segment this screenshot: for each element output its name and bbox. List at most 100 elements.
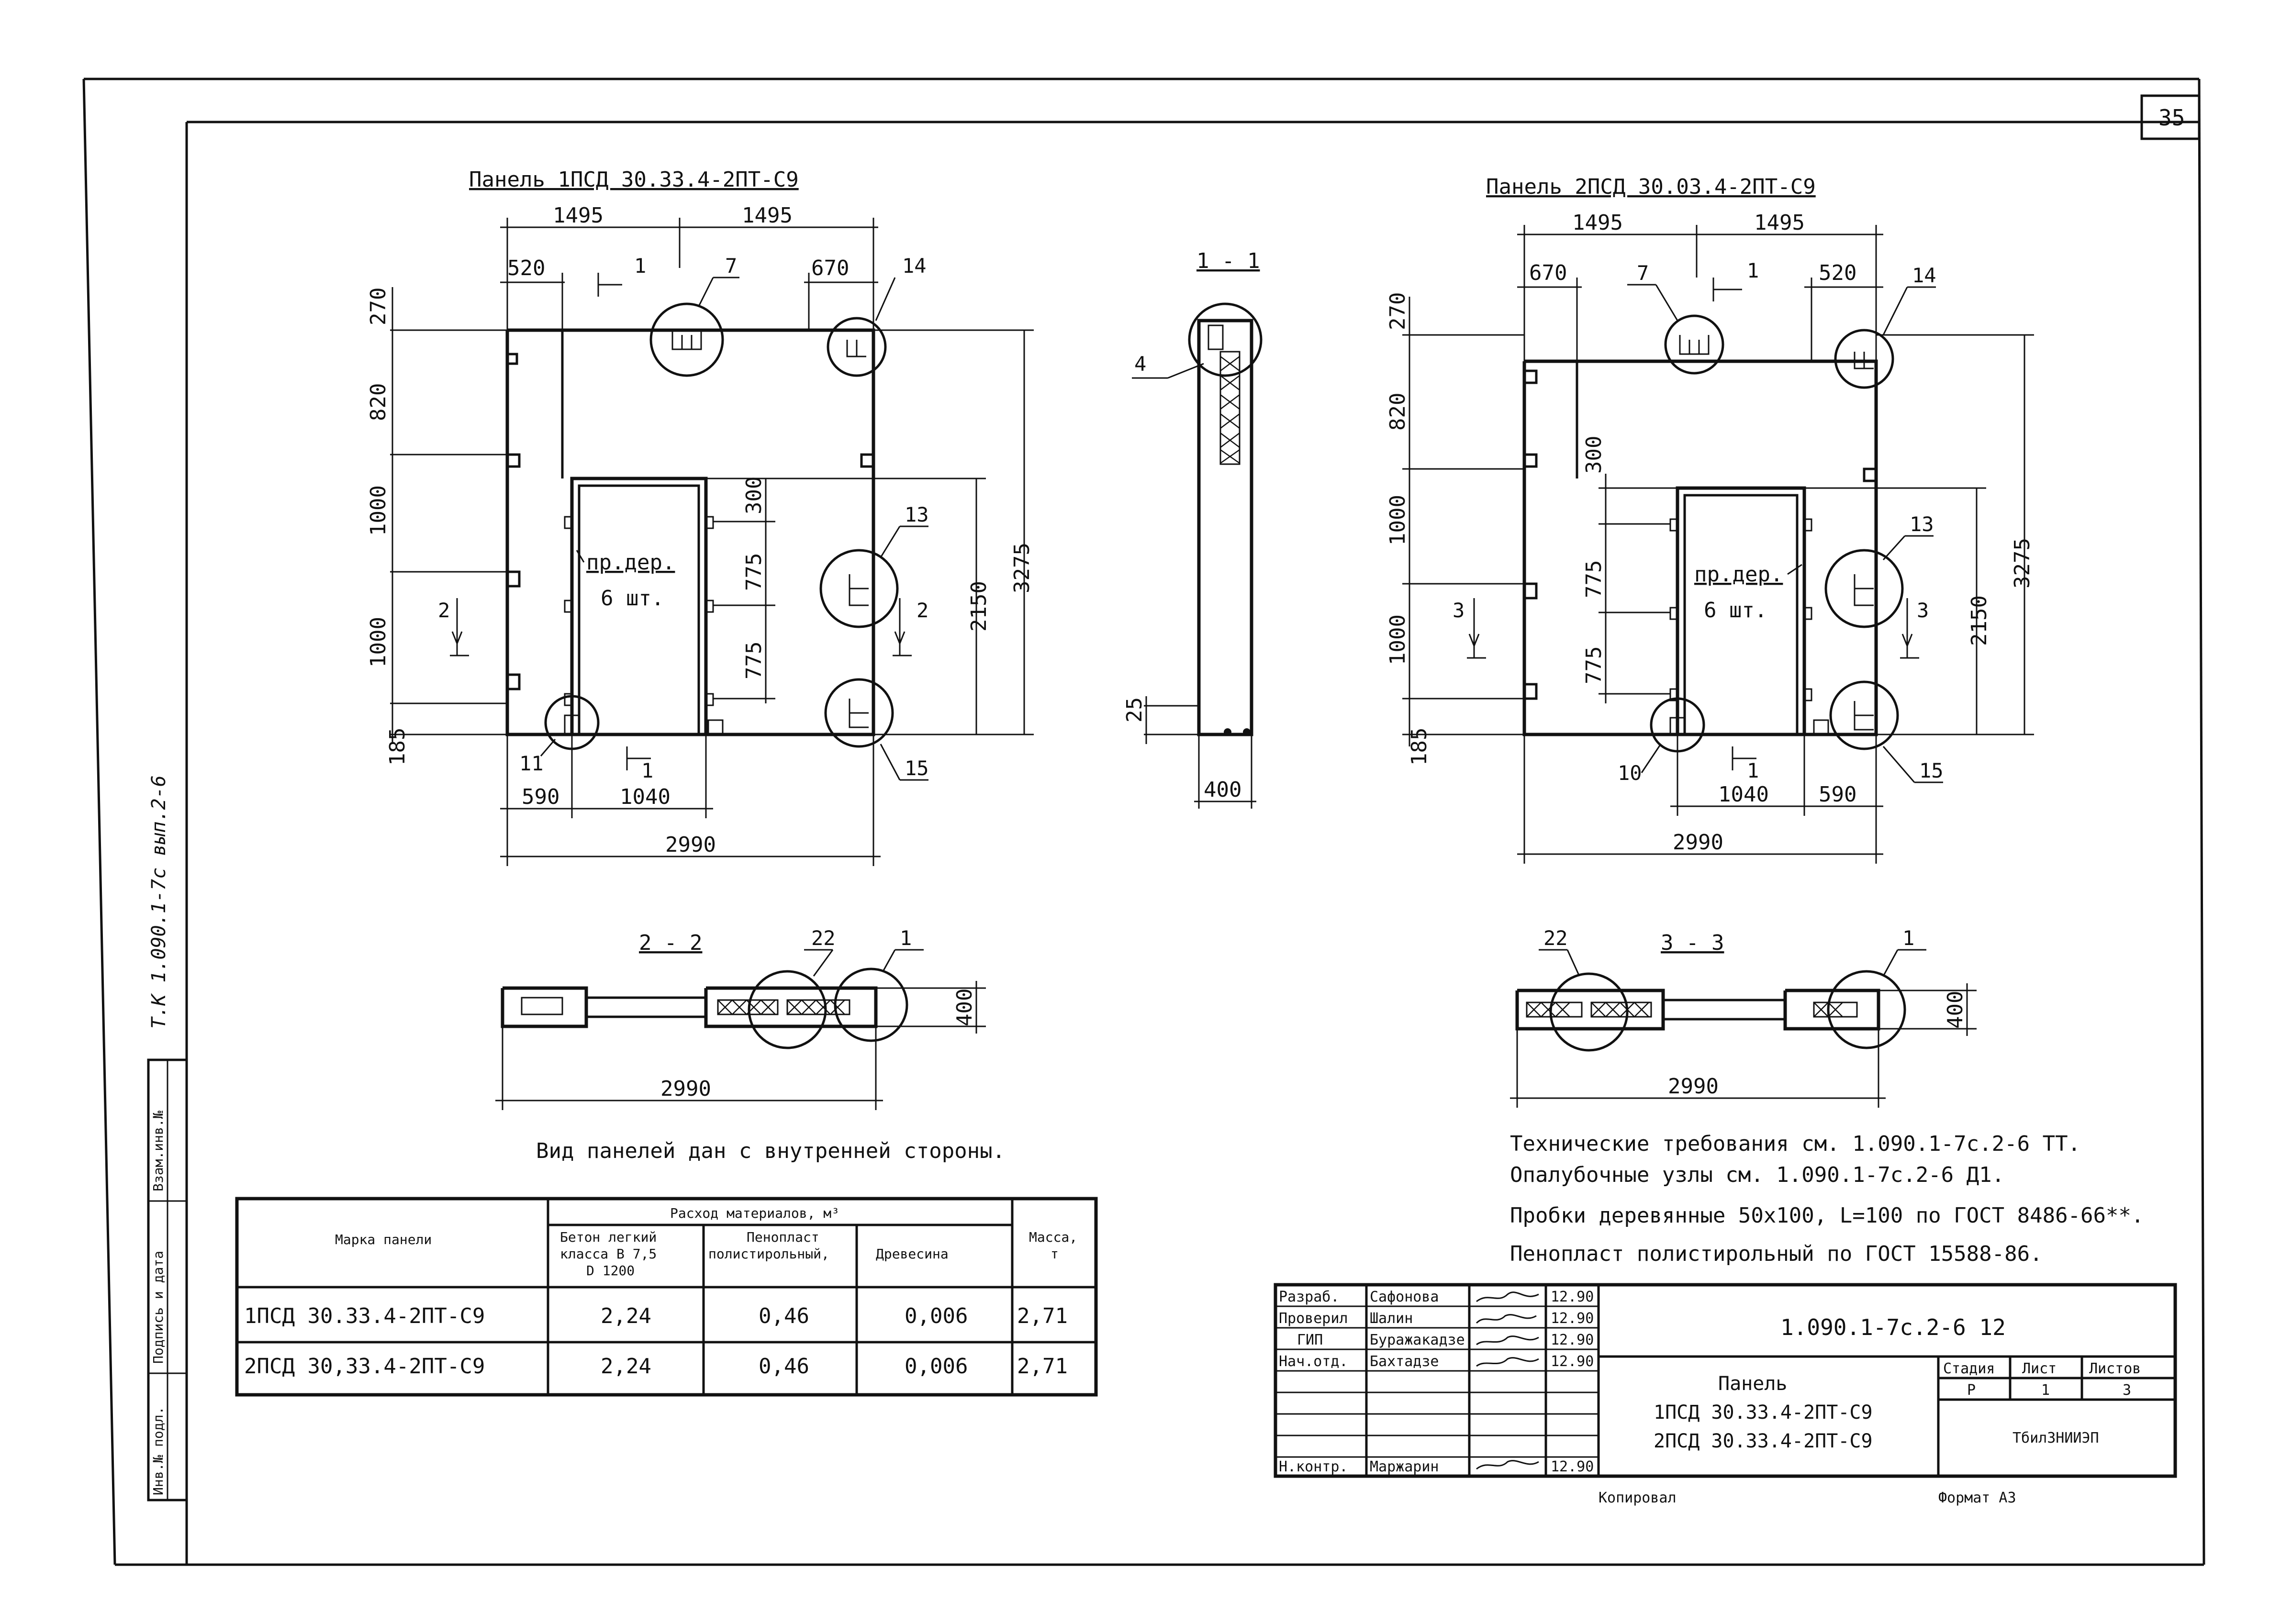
table-col-wood: Древесина <box>876 1246 949 1262</box>
note-4: Пенопласт полистирольный по ГОСТ 15588-8… <box>1510 1242 2043 1266</box>
panel-1-title: Панель 1ПСД 30.33.4-2ПТ-С9 <box>469 167 799 192</box>
stamp-org: ТбилЗНИИЭП <box>2012 1430 2099 1446</box>
stamp-role: Разраб. <box>1279 1289 1339 1305</box>
stamp-date: 12.90 <box>1551 1353 1594 1370</box>
p1-dim-820: 820 <box>366 383 391 421</box>
p1-note-count: 6 шт. <box>601 586 664 611</box>
panel-2-title: Панель 2ПСД 30.03.4-2ПТ-С9 <box>1486 175 1816 199</box>
sheet-frame: 35 <box>82 78 2205 1566</box>
p2-dim-3275: 3275 <box>2010 538 2035 589</box>
p1-callout-15: 15 <box>905 756 929 780</box>
table-col-concrete-3: D 1200 <box>586 1263 635 1279</box>
stamp-date: 12.90 <box>1551 1458 1594 1475</box>
panel-2-drawing: Панель 2ПСД 30.03.4-2ПТ-С9 <box>1386 175 2035 864</box>
p1-dim-top-right: 1495 <box>742 203 793 228</box>
p1-dim-520: 520 <box>507 256 545 280</box>
section-2-2-callout-22: 22 <box>811 926 836 950</box>
stamp-stage: Р <box>1967 1382 1976 1399</box>
stamp-sheets-label: Листов <box>2089 1360 2141 1377</box>
p1-sec1-bottom: 1 <box>641 759 653 782</box>
p1-sec1-top: 1 <box>634 254 646 278</box>
p2-dim-total: 2990 <box>1673 830 1723 855</box>
p2-dim-top-right: 1495 <box>1754 211 1805 235</box>
p2-dim-520: 520 <box>1819 261 1856 285</box>
p2-callout-7: 7 <box>1637 261 1649 285</box>
stamp-date: 12.90 <box>1551 1310 1594 1327</box>
p2-dim-670: 670 <box>1529 261 1567 285</box>
p2-dim-590: 590 <box>1819 782 1856 807</box>
p1-note-wood: пр.дер. <box>586 550 675 575</box>
section-1-1-dim-25: 25 <box>1122 697 1147 723</box>
stamp-name: Буражакадзе <box>1370 1332 1465 1348</box>
p1-callout-7: 7 <box>725 254 737 278</box>
p2-dim-1000b: 1000 <box>1386 614 1410 665</box>
p1-dim-185: 185 <box>385 728 410 766</box>
p2-sec1-top: 1 <box>1747 259 1759 282</box>
section-3-3-callout-22: 22 <box>1543 926 1568 950</box>
table-col-mass-2: т <box>1051 1246 1059 1262</box>
table-cell-concrete: 2,24 <box>601 1304 651 1328</box>
table-col-concrete-1: Бетон легкий <box>560 1229 657 1245</box>
p1-dim-1040: 1040 <box>620 785 671 809</box>
p1-sec2-left: 2 <box>438 599 450 622</box>
view-note: Вид панелей дан с внутренней стороны. <box>536 1139 1005 1163</box>
stamp-copied: Копировал <box>1599 1490 1677 1506</box>
p2-dim-1040: 1040 <box>1718 782 1769 807</box>
stamp-name: Маржарин <box>1370 1458 1439 1475</box>
p1-dim-670: 670 <box>811 256 849 280</box>
p1-dim-top-left: 1495 <box>553 203 604 228</box>
stamp-stage-label: Стадия <box>1943 1360 1995 1377</box>
section-2-2-dim-total: 2990 <box>660 1077 711 1101</box>
section-3-3-dim-400: 400 <box>1943 991 1968 1029</box>
section-3-3-dim-total: 2990 <box>1668 1074 1719 1099</box>
page-number: 35 <box>2158 105 2185 131</box>
p2-callout-14: 14 <box>1912 264 1936 287</box>
p1-callout-11: 11 <box>519 752 544 775</box>
p2-sec3-left: 3 <box>1453 599 1465 622</box>
p1-dim-590: 590 <box>522 785 559 809</box>
section-1-1-title: 1 - 1 <box>1196 249 1260 273</box>
section-2-2-title: 2 - 2 <box>639 931 702 955</box>
stamp-date: 12.90 <box>1551 1289 1594 1305</box>
table-col-group: Расход материалов, м³ <box>670 1205 839 1221</box>
p2-dim-300: 300 <box>1582 436 1606 474</box>
table-row: 2ПСД 30,33.4-2ПТ-С9 2,24 0,46 0,006 2,71 <box>244 1354 1068 1379</box>
stamp-name: Бахтадзе <box>1370 1353 1439 1370</box>
p1-callout-14: 14 <box>902 254 927 278</box>
section-3-3-insulation <box>1526 1001 1858 1018</box>
stamp-role: ГИП <box>1297 1332 1323 1348</box>
section-3-3: 3 - 3 22 1 400 2990 <box>1510 926 1977 1108</box>
stamp-name: Шалин <box>1370 1310 1413 1327</box>
stamp-role: Нач.отд. <box>1279 1353 1348 1370</box>
side-stamp: Инв.№ подл. Подпись и дата Взам.инв.№ Т.… <box>147 775 188 1502</box>
p2-sec1-bottom: 1 <box>1747 759 1759 782</box>
p1-dim-1000b: 1000 <box>366 617 391 667</box>
section-1-1-insulation <box>1219 351 1241 465</box>
p1-dim-300: 300 <box>742 477 766 514</box>
p1-dim-3275: 3275 <box>1010 543 1034 593</box>
section-2-2-insulation <box>717 999 850 1015</box>
p2-note-count: 6 шт. <box>1704 598 1767 623</box>
p2-dim-top-left: 1495 <box>1572 211 1623 235</box>
p2-dim-2150: 2150 <box>1967 595 1991 646</box>
p2-dim-185: 185 <box>1407 728 1431 766</box>
p2-dim-270: 270 <box>1386 292 1410 330</box>
stamp-format: Формат А3 <box>1938 1490 2016 1506</box>
note-3: Пробки деревянные 50х100, L=100 по ГОСТ … <box>1510 1203 2144 1228</box>
materials-table: Марка панели Расход материалов, м³ Бетон… <box>235 1197 1098 1397</box>
stamp-role: Проверил <box>1279 1310 1348 1327</box>
p2-callout-10: 10 <box>1618 761 1642 785</box>
side-stamp-sign: Подпись и дата <box>150 1251 166 1364</box>
section-1-1-dim-400: 400 <box>1204 778 1241 802</box>
p2-dim-775a: 775 <box>1582 560 1606 598</box>
table-row: 1ПСД 30.33.4-2ПТ-С9 2,24 0,46 0,006 2,71 <box>244 1304 1068 1328</box>
p2-dim-820: 820 <box>1386 393 1410 431</box>
stamp-item-title-3: 2ПСД 30.33.4-2ПТ-С9 <box>1654 1430 1873 1452</box>
section-3-3-callout-1: 1 <box>1902 926 1914 950</box>
panel-1-drawing: Панель 1ПСД 30.33.4-2ПТ-С9 <box>366 167 1034 866</box>
stamp-item-title-1: Панель <box>1718 1373 1788 1395</box>
section-2-2-dim-400: 400 <box>952 989 977 1026</box>
p1-dim-775b: 775 <box>742 642 766 679</box>
table-col-foam-2: полистирольный, <box>708 1246 829 1262</box>
